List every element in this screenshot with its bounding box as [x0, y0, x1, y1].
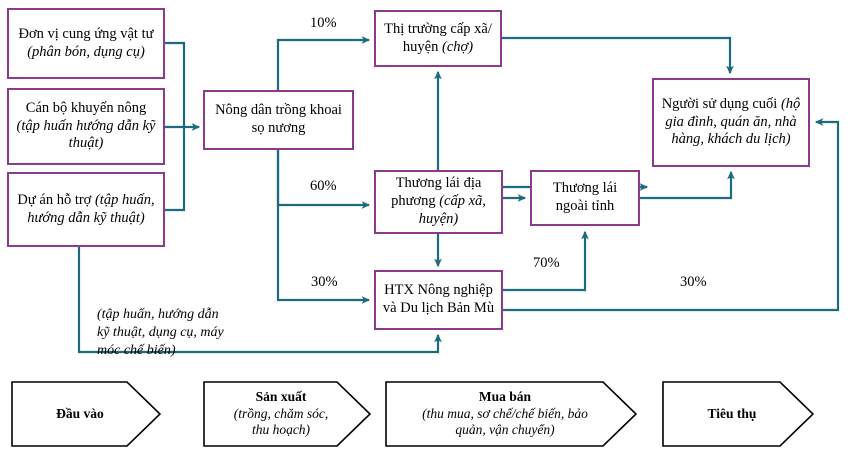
stage-chevron-san-xuat[interactable]: Sản xuất (trồng, chăm sóc, thu hoạch)	[203, 381, 371, 447]
stage-title-tieu-thu: Tiêu thụ	[707, 405, 757, 421]
edge-outside-to-enduser	[640, 170, 735, 200]
node-end-user-line3-italic: ăn, nhà hàng, khách	[671, 113, 797, 148]
stage-chevron-mua-ban[interactable]: Mua bán (thu mua, sơ chế/chế biến, bảo q…	[385, 381, 637, 447]
node-local-trader-line3-italic: xã, huyện)	[418, 193, 486, 227]
stage-subtitle-mua-ban: (thu mua, sơ chế/chế biến, bảo quản, vận…	[422, 405, 588, 438]
node-local-trader-line1: Thương lái địa	[395, 175, 482, 192]
edge-market-to-enduser	[502, 36, 734, 75]
node-support-project-line1: Dự án hỗ trợ	[17, 191, 95, 208]
node-end-user-line1: Người sử dụng cuối	[661, 95, 778, 112]
node-local-trader-line2-italic: (cấp	[439, 193, 465, 210]
node-local-trader[interactable]: Thương lái địa phương (cấp xã, huyện)	[374, 170, 503, 234]
node-extension-officer-line3-italic: dẫn kỹ thuật)	[68, 117, 156, 152]
node-support-project[interactable]: Dự án hỗ trợ (tập huấn, hướng dẫn kỹ thu…	[7, 172, 165, 247]
stage-title-dau-vao: Đầu vào	[56, 405, 104, 421]
node-input-supplier-line2-italic: (phân bón, dụng	[27, 43, 123, 60]
label-coop-to-end-user: 30%	[680, 274, 707, 290]
node-input-supplier[interactable]: Đơn vị cung ứng vật tư (phân bón, dụng c…	[7, 8, 165, 79]
node-input-supplier-line2: tư	[141, 25, 154, 42]
node-cooperative-line2: và Du lịch Bản Mù	[382, 300, 495, 316]
node-local-market-line2-italic: (chợ)	[441, 38, 474, 55]
node-outside-trader-line1: Thương lái	[552, 180, 618, 197]
node-local-market-line1: Thị trường cấp	[384, 20, 471, 37]
edge-project-to-bus	[165, 127, 186, 212]
node-local-market[interactable]: Thị trường cấp xã/ huyện (chợ)	[374, 10, 502, 67]
node-end-user-line4-italic: du lịch)	[745, 131, 791, 148]
edge-supplier-to-bus	[165, 41, 186, 127]
node-extension-officer-line1: Cán bộ khuyến nông	[25, 99, 147, 116]
node-end-user-line2-italic: (hộ gia đình, quán	[665, 95, 801, 130]
node-cooperative-line1: HTX Nông nghiệp	[384, 282, 493, 299]
stage-title-san-xuat: Sản xuất	[255, 388, 307, 404]
label-farmer-to-local-trader: 60%	[310, 178, 337, 194]
edge-farmer-to-market	[276, 36, 371, 90]
node-input-supplier-line3-italic: cụ)	[126, 43, 145, 60]
label-farmer-to-market: 10%	[310, 15, 337, 31]
node-support-project-line3-italic: thuật)	[110, 209, 145, 226]
node-farmer[interactable]: Nông dân trồng khoai sọ nương	[203, 90, 354, 150]
node-extension-officer[interactable]: Cán bộ khuyến nông (tập huấn hướng dẫn k…	[7, 88, 165, 165]
node-farmer-line2: khoai sọ nương	[251, 102, 342, 136]
stage-chevron-tieu-thu[interactable]: Tiêu thụ	[662, 381, 814, 447]
node-support-project-line2-italic: huấn, hướng dẫn kỹ	[27, 191, 155, 226]
stage-subtitle-san-xuat: (trồng, chăm sóc, thu hoạch)	[233, 405, 329, 438]
annotation-inputs-to-coop: (tập huấn, hướng dẫn kỹ thuật, dụng cụ, …	[97, 307, 224, 359]
node-local-market-line2: xã/ huyện	[402, 20, 492, 55]
node-outside-trader-line2: ngoài tỉnh	[555, 198, 615, 214]
node-cooperative[interactable]: HTX Nông nghiệp và Du lịch Bản Mù	[374, 270, 503, 330]
node-outside-trader[interactable]: Thương lái ngoài tỉnh	[530, 170, 640, 226]
node-local-trader-line2: phương	[391, 193, 440, 210]
node-end-user[interactable]: Người sử dụng cuối (hộ gia đình, quán ăn…	[652, 78, 810, 167]
node-farmer-line1: Nông dân trồng	[215, 102, 307, 119]
node-input-supplier-line1: Đơn vị cung ứng vật	[18, 25, 138, 42]
stage-title-mua-ban: Mua bán	[478, 388, 532, 404]
label-coop-to-outside-trader: 70%	[533, 255, 560, 271]
node-support-project-line1-italic: (tập	[94, 191, 119, 208]
stage-chevron-dau-vao[interactable]: Đầu vào	[11, 381, 161, 447]
node-extension-officer-line2-italic: (tập huấn hướng	[16, 117, 114, 134]
label-farmer-to-coop: 30%	[311, 274, 338, 290]
